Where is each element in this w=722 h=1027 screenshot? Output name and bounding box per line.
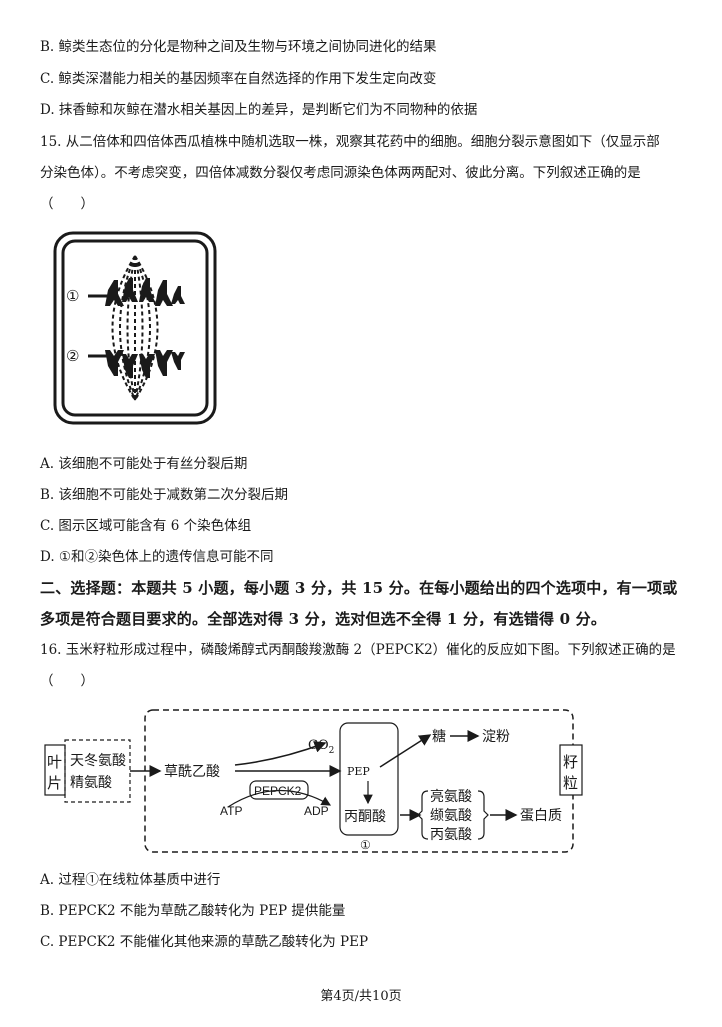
arginine-label: 精氨酸 [70,775,112,791]
seed-boundary [144,709,574,853]
leaf-char-2: 片 [47,774,62,792]
label-2: ② [66,347,79,365]
lower-chromosomes [105,350,185,378]
seed-char-2: 粒 [563,774,578,792]
upper-chromosomes [105,278,185,306]
leaf-char-1: 叶 [47,753,62,771]
atp-label: ATP [220,804,242,818]
protein-label: 蛋白质 [520,808,562,824]
spindle-fibers [111,255,159,401]
q15-option-b: B. 该细胞不可能处于减数第二次分裂后期 [40,487,289,503]
q15-option-d: D. ①和②染色体上的遗传信息可能不同 [40,549,274,565]
starch-label: 淀粉 [482,729,510,745]
q16-option-a: A. 过程①在线粒体基质中进行 [40,872,221,888]
section2-instructions-line2: 多项是符合题目要求的。全部选对得 3 分，选对但选不全得 1 分，有选错得 0 … [40,610,607,628]
pepck2-reaction-diagram: 叶 片 天冬氨酸 精氨酸 草酰乙酸 CO2 PEPCK2 ATP ADP PEP… [44,709,583,853]
q15-option-c: C. 图示区域可能含有 6 个染色体组 [40,518,252,534]
q15-option-a: A. 该细胞不可能处于有丝分裂后期 [40,456,248,472]
leaf-amino-acids-box [64,739,131,803]
pyruvate-label: 丙酮酸 [344,809,386,825]
q16-paren: （ ） [40,673,94,689]
adp-label: ADP [304,804,329,818]
q16-stem-line1: 16. 玉米籽粒形成过程中，磷酸烯醇式丙酮酸羧激酶 2（PEPCK2）催化的反应… [40,642,676,658]
q16-option-c: C. PEPCK2 不能催化其他来源的草酰乙酸转化为 PEP [40,934,369,950]
q15-stem-line2: 分染色体）。不考虑突变，四倍体减数分裂仅考虑同源染色体两两配对、彼此分离。下列叙… [40,165,641,181]
pep-process-box [339,722,399,836]
cell-division-figure: ① ② [53,231,217,425]
q15-paren: （ ） [40,196,94,212]
q14-option-c: C. 鲸类深潜能力相关的基因频率在自然选择的作用下发生定向改变 [40,71,437,87]
pepck2-box [249,780,309,800]
sugar-label: 糖 [432,729,446,745]
leucine-label: 亮氨酸 [430,788,472,805]
page-number: 第4页/共10页 [320,989,402,1004]
seed-box [559,744,583,796]
q14-option-b: B. 鲸类生态位的分化是物种之间及生物与环境之间协同进化的结果 [40,39,437,55]
seed-char-1: 籽 [563,753,578,771]
q14-option-d: D. 抹香鲸和灰鲸在潜水相关基因上的差异，是判断它们为不同物种的依据 [40,102,478,118]
aspartate-label: 天冬氨酸 [70,753,126,769]
pep-label: PEP [347,765,370,778]
q15-stem-line1: 15. 从二倍体和四倍体西瓜植株中随机选取一株，观察其花药中的细胞。细胞分裂示意… [40,134,660,150]
oxaloacetate-label: 草酰乙酸 [164,764,220,780]
label-1: ① [66,287,79,305]
alanine-label: 丙氨酸 [430,827,472,843]
q16-option-b: B. PEPCK2 不能为草酰乙酸转化为 PEP 提供能量 [40,903,346,919]
valine-label: 缬氨酸 [430,808,472,824]
co2-label: CO2 [308,738,334,756]
process-1-label: ① [360,838,371,852]
section2-instructions-line1: 二、选择题：本题共 5 小题，每小题 3 分，共 15 分。在每小题给出的四个选… [40,579,678,597]
